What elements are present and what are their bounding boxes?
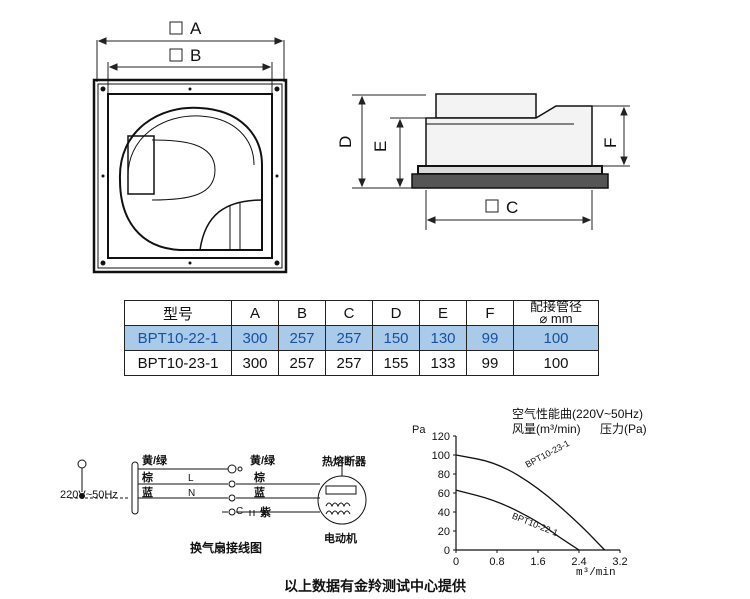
chart-flow-label: 风量(m³/min) [512,422,581,436]
series-label-2: BPT10-22-1 [511,511,560,538]
header-c: C [325,300,373,326]
table-row: BPT10-23-1 300 257 257 155 133 99 100 [124,350,599,376]
wiring-lines [70,458,367,525]
header-pipe-line2: ⌀ mm [539,311,573,326]
dimension-a-label: A [190,19,202,38]
wire-label-brown-right: 棕 [253,470,265,484]
x-tick-label: 0 [453,556,459,568]
cell-model: BPT10-22-1 [124,325,232,351]
table-header-row: 型号 A B C D E F 配接管径 ⌀ mm [124,299,599,326]
top-view-drawing: A B [92,19,288,274]
header-f: F [466,300,514,326]
chart-pressure-label: 压力(Pa) [600,422,647,436]
cell-f: 99 [466,325,514,351]
cell-pipe: 100 [513,350,599,376]
performance-chart: 空气性能曲(220V~50Hz) 风量(m³/min) 压力(Pa) Pa m³… [412,406,647,579]
cell-c: 257 [325,350,373,376]
side-view-body [411,93,609,189]
cell-d: 150 [372,325,420,351]
series-line-1 [455,454,606,551]
y-tick-label: 20 [438,526,450,538]
dimension-e [390,117,430,188]
y-tick-label: 80 [438,469,450,481]
spec-table: 型号 A B C D E F 配接管径 ⌀ mm BPT10-22-1 300 … [124,300,599,376]
series-label-1: BPT10-23-1 [524,438,572,470]
wiring-diagram: 黄/绿 棕 蓝 220V~50Hz L N C 黄/绿 棕 蓝 紫 热熔断器 电… [60,453,367,555]
wire-label-yg-left: 黄/绿 [142,453,168,467]
side-view-drawing: D E F C [336,93,630,230]
wiring-title: 换气扇接线图 [190,540,262,555]
dimension-d-label: D [336,136,355,148]
cell-b: 257 [278,325,326,351]
motor-label: 电动机 [324,531,357,545]
header-model: 型号 [124,300,232,326]
x-axis-unit: m³/min [576,567,616,579]
table-row: BPT10-22-1 300 257 257 150 130 99 100 [124,325,599,351]
wire-label-purple-right: 紫 [260,505,271,519]
dimension-a [96,21,285,82]
header-pipe-diameter: 配接管径 ⌀ mm [513,299,599,326]
y-tick-label: 0 [444,545,450,557]
dimension-f [592,105,630,167]
footer-caption: 以上数据有金羚测试中心提供 [284,578,466,594]
y-tick-label: 100 [432,450,450,462]
cell-e: 133 [419,350,467,376]
x-tick-label: 0.8 [489,556,504,568]
wire-label-yg-right: 黄/绿 [250,453,276,467]
chart-title: 空气性能曲(220V~50Hz) [512,406,643,421]
dimension-e-label: E [371,141,390,152]
mounting-holes [100,86,280,266]
series-line-2 [455,489,580,551]
flange-outline [92,78,288,274]
line-letter-l: L [188,473,194,484]
fan-housing [118,106,263,251]
cell-d: 155 [372,350,420,376]
header-e: E [419,300,467,326]
wire-label-blue-right: 蓝 [254,485,265,499]
line-letter-n: N [188,488,195,499]
wire-label-brown-left: 棕 [141,470,153,484]
y-axis-unit: Pa [412,424,426,436]
header-a: A [231,300,279,326]
cell-a: 300 [231,325,279,351]
y-tick-label: 40 [438,507,450,519]
dimension-c-label: C [506,198,518,217]
dimension-b [107,48,273,96]
cell-b: 257 [278,350,326,376]
supply-label: 220V~50Hz [60,489,118,501]
cell-f: 99 [466,350,514,376]
dimension-b-label: B [190,46,201,65]
header-b: B [278,300,326,326]
cell-pipe: 100 [513,325,599,351]
x-tick-label: 3.2 [612,556,627,568]
y-tick-label: 60 [438,488,450,500]
cell-c: 257 [325,325,373,351]
wire-label-blue-left: 蓝 [142,485,153,499]
dimension-d [352,94,426,189]
dimension-c [425,190,593,230]
cell-a: 300 [231,350,279,376]
header-pipe-line1: 配接管径 [529,299,582,314]
y-tick-label: 120 [432,431,450,443]
dimension-f-label: F [601,138,620,148]
x-tick-label: 2.4 [571,556,586,568]
fuse-label: 热熔断器 [322,454,367,468]
cell-e: 130 [419,325,467,351]
header-d: D [372,300,420,326]
x-tick-label: 1.6 [530,556,545,568]
line-letter-c: C [236,506,243,517]
chart-axes: 0 20 40 60 80 100 120 0 0.8 1.6 2.4 3.2 [432,431,628,568]
cell-model: BPT10-23-1 [124,350,232,376]
